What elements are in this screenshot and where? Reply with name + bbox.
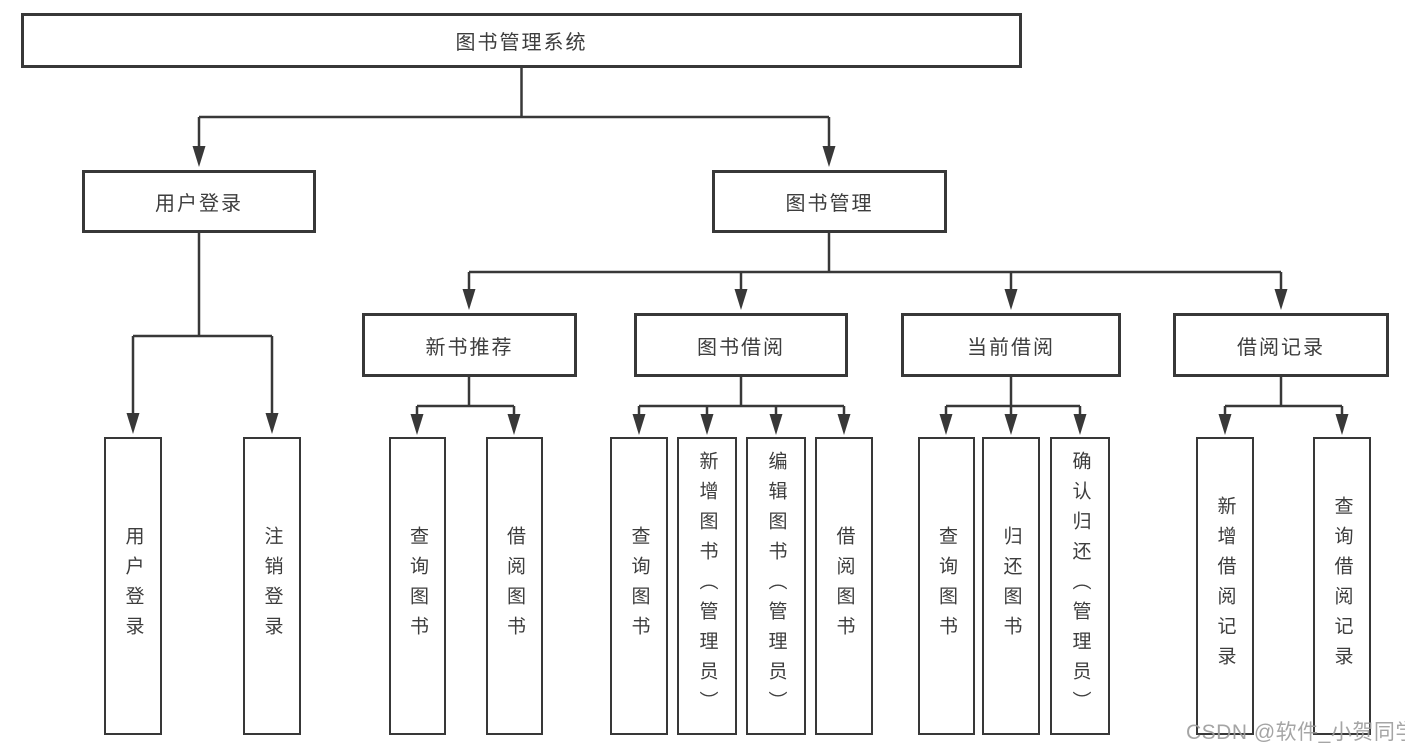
node-user-login-label: 用户登录	[155, 193, 243, 215]
node-borrow-record: 借阅记录	[1173, 313, 1389, 377]
leaf-edit-books-admin-label: 编辑图书（管理员）	[765, 451, 787, 721]
arrowhead	[126, 413, 140, 434]
node-book-borrow: 图书借阅	[634, 313, 848, 377]
leaf-user-login: 用户登录	[104, 437, 162, 735]
leaf-query-borrow-record: 查询借阅记录	[1313, 437, 1371, 735]
leaf-borrow-books-label: 借阅图书	[833, 526, 855, 646]
arrowhead	[1004, 289, 1018, 310]
connector-book-management-children	[462, 233, 1288, 310]
node-book-borrow-label: 图书借阅	[697, 336, 785, 359]
arrowhead	[939, 414, 953, 435]
node-current-borrow-label: 当前借阅	[967, 336, 1055, 359]
leaf-edit-books-admin: 编辑图书（管理员）	[746, 437, 806, 735]
connector-user-login-children	[126, 233, 279, 434]
leaf-confirm-return-admin: 确认归还（管理员）	[1050, 437, 1110, 735]
leaf-add-books-admin: 新增图书（管理员）	[677, 437, 737, 735]
arrowhead	[410, 414, 424, 435]
leaf-return-books-label: 归还图书	[1000, 526, 1022, 646]
node-new-book-recommend: 新书推荐	[362, 313, 577, 377]
leaf-add-borrow-record-label: 新增借阅记录	[1214, 496, 1236, 676]
arrowhead	[734, 289, 748, 310]
connector-book-borrow-children	[632, 377, 851, 435]
node-user-login: 用户登录	[82, 170, 316, 233]
csdn-watermark: CSDN @软件_小贺同学	[1186, 721, 1405, 744]
leaf-query-books-recommend-label: 查询图书	[407, 526, 428, 646]
leaf-add-borrow-record: 新增借阅记录	[1196, 437, 1254, 735]
arrowhead	[837, 414, 851, 435]
arrowhead	[507, 414, 521, 435]
arrowhead	[1004, 414, 1018, 435]
arrowhead	[769, 414, 783, 435]
arrowhead	[192, 146, 206, 167]
leaf-query-books-current: 查询图书	[918, 437, 975, 735]
leaf-confirm-return-admin-label: 确认归还（管理员）	[1069, 451, 1091, 721]
node-book-management-label: 图书管理	[785, 193, 874, 215]
arrowhead	[822, 146, 836, 167]
node-root-label: 图书管理系统	[455, 32, 588, 54]
arrowhead	[1335, 414, 1349, 435]
connector-borrow-record-children	[1218, 377, 1349, 435]
arrowhead	[1073, 414, 1087, 435]
leaf-borrow-books-recommend-label: 借阅图书	[504, 526, 525, 646]
leaf-user-login-label: 用户登录	[122, 526, 144, 646]
node-book-management: 图书管理	[712, 170, 947, 233]
node-root-library-system: 图书管理系统	[21, 13, 1022, 68]
node-current-borrow: 当前借阅	[901, 313, 1121, 377]
leaf-borrow-books-recommend: 借阅图书	[486, 437, 543, 735]
leaf-logout: 注销登录	[243, 437, 301, 735]
leaf-query-books-recommend: 查询图书	[389, 437, 446, 735]
arrowhead	[265, 413, 279, 434]
arrowhead	[462, 289, 476, 310]
arrowhead	[632, 414, 646, 435]
leaf-query-borrow-record-label: 查询借阅记录	[1331, 496, 1353, 676]
leaf-query-books-borrow-label: 查询图书	[628, 526, 650, 646]
connector-new-book-recommend-children	[410, 377, 521, 435]
leaf-query-books-borrow: 查询图书	[610, 437, 668, 735]
connector-current-borrow-children	[939, 377, 1087, 435]
arrowhead	[1274, 289, 1288, 310]
leaf-query-books-current-label: 查询图书	[936, 526, 957, 646]
leaf-borrow-books: 借阅图书	[815, 437, 873, 735]
leaf-logout-label: 注销登录	[261, 526, 283, 646]
node-borrow-record-label: 借阅记录	[1237, 336, 1325, 359]
leaf-return-books: 归还图书	[982, 437, 1040, 735]
arrowhead	[1218, 414, 1232, 435]
leaf-add-books-admin-label: 新增图书（管理员）	[696, 451, 718, 721]
arrowhead	[700, 414, 714, 435]
node-new-book-recommend-label: 新书推荐	[425, 336, 514, 359]
connector-root-to-level2	[192, 68, 836, 167]
